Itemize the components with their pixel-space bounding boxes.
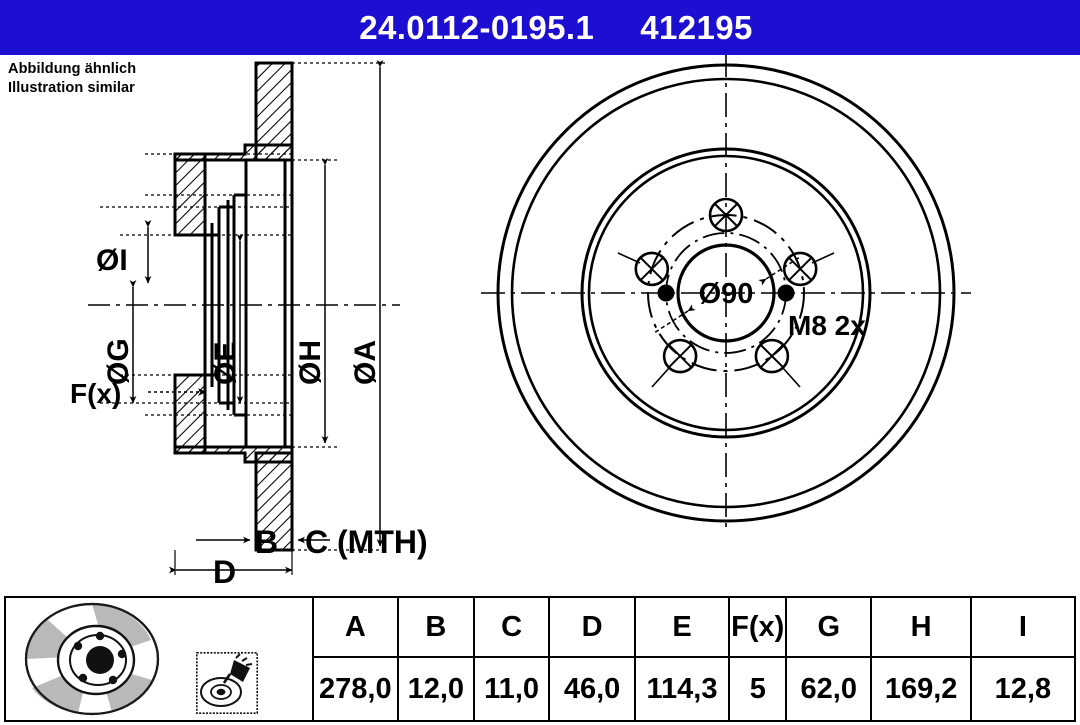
bolt-hole [708,197,744,233]
label-fx: F(x) [70,378,121,409]
spec-table-value-row: 278,0 12,0 11,0 46,0 114,3 5 62,0 169,2 … [5,656,1077,722]
dimension-b: B [196,524,330,560]
drawing-canvas: ØI ØG ØE ØH ØA [70,55,971,590]
product-image-cell [4,596,314,722]
label-c-mth: C (MTH) [305,524,428,560]
hat-profile-lines [203,160,294,447]
note-line-en: Illustration similar [8,79,135,96]
thread-hole [777,284,795,302]
witness-lines [100,62,388,551]
value-a: 278,0 [311,656,399,722]
hub-flange-lower [173,373,294,464]
title-bar: 24.0112-0195.1 412195 [0,0,1080,55]
bolt-holes [634,197,818,374]
col-header-g: G [785,596,873,658]
bolt-hole [634,251,670,287]
dimension-diameter-e: ØE [209,234,244,404]
dimension-diameter-h: ØH [294,158,329,444]
value-fx: 5 [728,656,788,722]
coating-spray-icon [196,652,258,714]
thread-holes [657,284,795,302]
col-header-d: D [548,596,636,658]
face-view: Ø90 M8 2x [481,55,971,533]
bolt-hole [662,338,698,374]
col-header-c: C [472,596,551,658]
bolt-hole-leaders [617,252,835,388]
label-b: B [255,524,278,560]
callout-fx: F(x) [70,378,207,409]
cross-section-view: ØI ØG ØE ØH ØA [70,60,428,590]
label-d: D [213,554,236,590]
value-i: 12,8 [969,656,1077,722]
col-header-h: H [870,596,972,658]
value-b: 12,0 [396,656,475,722]
dimension-d: D [169,550,293,590]
dimension-diameter-g: ØG [102,280,137,404]
thread-hole [657,284,675,302]
rotor-ring-lower [254,451,294,552]
dimension-diameter-a: ØA [349,60,384,547]
hat-outer-circle-2 [587,154,865,432]
label-diameter-h: ØH [294,340,327,385]
bolt-hole [754,338,790,374]
bolt-hole [782,251,818,287]
dimension-c-mth: C (MTH) [305,524,428,560]
spec-table-wrapper: A B C D E F(x) G H I 278,0 12,0 11,0 46,… [4,596,1077,722]
technical-drawing: ØI ØG ØE ØH ØA [0,55,1080,590]
label-diameter-e: ØE [209,342,242,385]
value-e: 114,3 [633,656,731,722]
friction-ring-outer [510,77,942,509]
hat-outer-circle [580,147,872,439]
illustration-similar-note: Abbildung ähnlich Illustration similar [8,60,136,97]
label-thread: M8 2x [788,310,866,341]
part-number: 24.0112-0195.1 [359,8,595,46]
spec-table-header-row: A B C D E F(x) G H I [4,596,1077,722]
value-d: 46,0 [548,656,636,722]
label-center-bore: Ø90 [699,278,754,310]
label-diameter-g: ØG [102,338,135,385]
outer-disc-circle [496,63,956,523]
value-h: 169,2 [870,656,972,722]
label-diameter-i: ØI [96,244,128,277]
col-header-e: E [633,596,731,658]
note-line-de: Abbildung ähnlich [8,61,137,77]
col-header-a: A [311,596,399,658]
dimension-diameter-i: ØI [96,220,152,284]
center-bore-circle [676,243,776,343]
brake-disc-photo [24,602,160,716]
label-diameter-a: ØA [349,340,382,385]
col-header-b: B [396,596,475,658]
title-bar-titles: 24.0112-0195.1 412195 [359,9,753,47]
value-g: 62,0 [785,656,873,722]
col-header-i: I [969,596,1077,658]
spec-table: A B C D E F(x) G H I 278,0 12,0 11,0 46,… [4,596,1077,722]
article-number: 412195 [640,8,753,46]
col-header-fx: F(x) [728,596,788,658]
value-c: 11,0 [472,656,551,722]
